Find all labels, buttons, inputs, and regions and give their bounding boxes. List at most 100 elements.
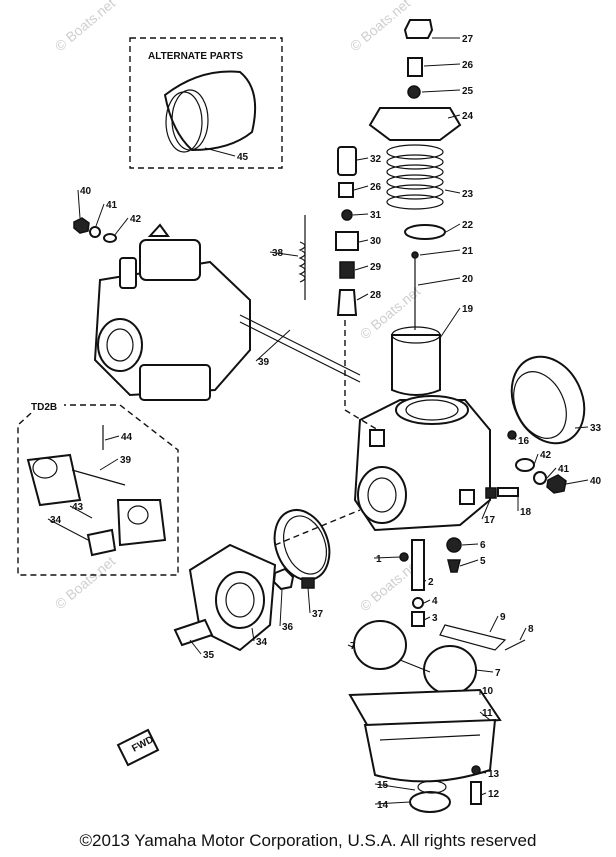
callout-leader [69, 505, 93, 519]
callout-number: 36 [282, 622, 294, 633]
callout-number: 7 [350, 641, 356, 652]
callout-leader [374, 801, 411, 805]
pilot-stack [335, 146, 359, 316]
callout-number: 21 [462, 246, 474, 257]
float-bowl-assembly [348, 620, 526, 813]
callout-leader [354, 265, 369, 271]
callout-leader [356, 157, 369, 161]
return-spring [298, 215, 306, 300]
callout-leader [189, 639, 202, 655]
callout-number: 39 [258, 357, 270, 368]
callout-leader [423, 616, 431, 621]
callout-number: 13 [488, 769, 500, 780]
callout-number: 34 [50, 515, 62, 526]
callout-number: 41 [558, 464, 570, 475]
callout-number: 33 [590, 423, 602, 434]
slide-stack [368, 19, 462, 396]
callout-leader [519, 627, 527, 641]
callout-number: 41 [106, 200, 118, 211]
callout-leader [374, 783, 416, 791]
callout-leader [356, 293, 369, 301]
callout-number: 17 [484, 515, 496, 526]
callout-leader [419, 249, 461, 256]
callout-number: 4 [432, 596, 438, 607]
carburetor-side-view [93, 223, 361, 401]
callout-number: 31 [370, 210, 382, 221]
callout-number: 37 [312, 609, 324, 620]
callout-leader [373, 556, 401, 559]
callout-number: 40 [80, 186, 92, 197]
callout-leader [423, 579, 427, 582]
callout-labels: 2726252423222120193226313029283840414245… [47, 34, 602, 811]
callout-number: 25 [462, 86, 474, 97]
carburetor-exploded-diagram: © Boats.net © Boats.net © Boats.net © Bo… [17, 0, 602, 813]
intake-assembly [173, 509, 361, 652]
callout-leader [255, 329, 291, 362]
callout-number: 3 [432, 613, 438, 624]
callout-number: 29 [370, 262, 382, 273]
callout-number: 10 [482, 686, 494, 697]
callout-number: 19 [462, 304, 474, 315]
td2b-box: TD2B [17, 398, 179, 576]
callout-leader [489, 615, 499, 633]
callout-leader [475, 669, 494, 673]
callout-leader [459, 559, 479, 567]
callout-leader [104, 435, 120, 441]
callout-leader [417, 277, 461, 286]
callout-leader [95, 203, 105, 227]
callout-number: 12 [488, 789, 500, 800]
callout-number: 42 [130, 214, 142, 225]
callout-number: 16 [518, 436, 530, 447]
callout-number: 27 [462, 34, 474, 45]
callout-number: 23 [462, 189, 474, 200]
callout-number: 11 [482, 708, 493, 719]
callout-leader [269, 251, 299, 257]
callout-leader [423, 599, 431, 604]
callout-leader [439, 307, 461, 339]
callout-leader [204, 147, 236, 157]
callout-number: 9 [500, 612, 506, 623]
callout-number: 38 [272, 248, 284, 259]
copyright-notice: ©2013 Yamaha Motor Corporation, U.S.A. A… [79, 831, 537, 850]
watermark: © Boats.net [52, 553, 119, 612]
callout-leader [421, 89, 461, 93]
callout-number: 7 [495, 668, 501, 679]
callout-leader [444, 189, 461, 194]
callout-leader [347, 644, 356, 649]
callout-number: 14 [377, 800, 389, 811]
callout-number: 39 [120, 455, 132, 466]
watermark: © Boats.net [52, 0, 119, 54]
callout-number: 2 [428, 577, 434, 588]
callout-leader [358, 239, 369, 243]
callout-number: 34 [256, 637, 268, 648]
callout-number: 44 [121, 432, 133, 443]
callout-number: 5 [480, 556, 486, 567]
callout-number: 22 [462, 220, 474, 231]
callout-leader [533, 453, 539, 466]
callout-leader [352, 213, 369, 216]
callout-number: 6 [480, 540, 486, 551]
callout-leader [479, 711, 491, 721]
callout-number: 8 [528, 624, 534, 635]
callout-number: 45 [237, 152, 249, 163]
callout-number: 18 [520, 507, 532, 518]
callout-leader [47, 518, 89, 541]
callout-leader [445, 223, 461, 233]
td2b-title: TD2B [31, 402, 57, 413]
main-carburetor-body [344, 320, 491, 532]
callout-number: 20 [462, 274, 474, 285]
fwd-arrow: FWD [116, 728, 160, 767]
callout-leader [423, 63, 461, 67]
callout-leader [479, 771, 487, 774]
jet-stack [399, 537, 462, 627]
callout-leader [251, 627, 255, 642]
throttle-spring [386, 144, 444, 210]
callout-number: 35 [203, 650, 215, 661]
callout-number: 15 [377, 780, 389, 791]
callout-leader [113, 217, 129, 237]
callout-leader [481, 499, 491, 520]
callout-leader [565, 479, 589, 485]
callout-leader [353, 185, 369, 191]
air-filter-cap [510, 355, 586, 445]
alternate-parts-box: ALTERNATE PARTS [129, 37, 283, 169]
